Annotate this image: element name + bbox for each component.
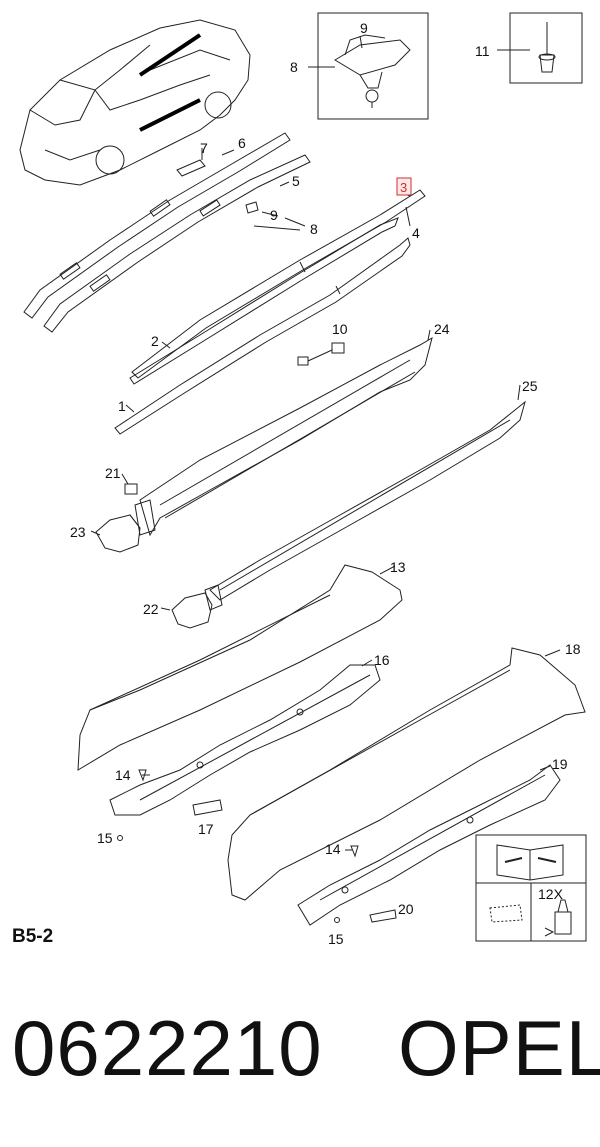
callout-16: 16 [374, 652, 390, 668]
callout-4: 4 [412, 225, 420, 241]
callout-22: 22 [143, 601, 159, 617]
callout-13: 13 [390, 559, 406, 575]
callout-6: 6 [238, 135, 246, 151]
glue-bottle-icon [554, 911, 572, 935]
car-overview-illustration [19, 19, 251, 186]
side-sill-24 [134, 336, 433, 537]
end-cap-7 [176, 148, 206, 177]
info-box [475, 834, 587, 942]
callout-7: 7 [200, 140, 208, 156]
trim-moulding-4 [114, 237, 411, 435]
clips-8-9 [245, 201, 306, 231]
callout-14-right: 14 [325, 841, 341, 857]
callout-8: 8 [310, 221, 318, 237]
callout-15-left: 15 [97, 830, 113, 846]
roof-rail-6 [23, 132, 291, 319]
callout-24: 24 [434, 321, 450, 337]
trim-moulding-2 [129, 217, 399, 385]
fasteners-right [334, 845, 397, 923]
section-label: B5-2 [12, 926, 54, 947]
callout-1: 1 [118, 398, 126, 414]
callout-11: 11 [475, 43, 490, 59]
callout-14-left: 14 [115, 767, 131, 783]
end-cap-21 [124, 483, 138, 495]
brand-name: OPEL [398, 1004, 600, 1092]
callout-19: 19 [552, 756, 568, 772]
callout-9-box: 9 [360, 20, 368, 36]
callout-10: 10 [332, 321, 348, 337]
end-cap-23 [95, 514, 141, 553]
spoiler-bracket-19 [297, 764, 561, 926]
adhesive-area-icon [489, 904, 523, 923]
quantity-label: 12X [538, 886, 564, 902]
clip-strip-10 [297, 342, 345, 366]
callout-3: 3 [400, 180, 407, 195]
spoiler-bracket-16 [109, 664, 381, 816]
callout-25: 25 [522, 378, 538, 394]
end-cap-22 [171, 592, 213, 629]
callout-17: 17 [198, 821, 214, 837]
rivet-detail-box [497, 12, 583, 84]
side-sill-25 [204, 400, 526, 611]
rear-spoiler-13 [77, 564, 403, 771]
clip-detail-box [308, 12, 429, 120]
callout-8-box: 8 [290, 59, 298, 75]
roof-rail-5 [43, 154, 311, 333]
callout-15-right: 15 [328, 931, 344, 947]
callout-5: 5 [292, 173, 300, 189]
callout-21: 21 [105, 465, 121, 481]
callout-23: 23 [70, 524, 86, 540]
callout-3-highlight [396, 177, 412, 196]
leader-lines [90, 149, 561, 851]
callout-9: 9 [270, 207, 278, 223]
callout-20: 20 [398, 901, 414, 917]
part-number: 0622210 [12, 1004, 323, 1092]
callout-2: 2 [151, 333, 159, 349]
rear-spoiler-18 [227, 647, 586, 901]
callout-18: 18 [565, 641, 581, 657]
